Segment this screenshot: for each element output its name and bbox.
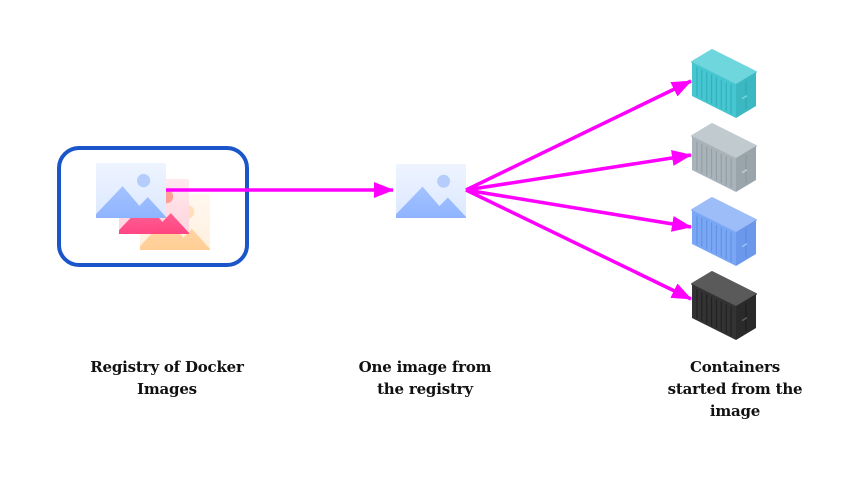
- container-door-handle: [741, 243, 748, 248]
- containers-label-line-2: started from the: [667, 380, 803, 398]
- containers-label-line-3: image: [709, 402, 761, 420]
- container-front-face: [692, 136, 736, 192]
- registry-label: Registry of Docker Images: [62, 356, 272, 400]
- containers-label: Containers started from the image: [640, 356, 830, 422]
- mountain-shape: [396, 186, 466, 218]
- registry-box: [57, 146, 249, 267]
- arrow-to-container-4: [465, 188, 692, 301]
- fan-out-arrows: [465, 79, 692, 301]
- mountain-shape: [96, 186, 166, 218]
- image-blue-icon: [96, 163, 166, 218]
- registry-label-line-2: Images: [137, 380, 197, 398]
- container-door-handle: [741, 317, 748, 322]
- container-door-handle: [741, 169, 748, 174]
- container-front-face: [692, 284, 736, 340]
- container-black-icon: [691, 271, 757, 340]
- mountain-shape: [119, 202, 189, 234]
- arrow-to-container-2: [465, 150, 692, 192]
- single-image-icon: [396, 164, 466, 218]
- arrow-to-container-1: [465, 79, 692, 192]
- sun-shape: [437, 174, 451, 188]
- container-gray-icon: [691, 123, 757, 192]
- container-front-face: [692, 210, 736, 266]
- image-label-line-2: the registry: [377, 380, 473, 398]
- container-door-handle: [741, 95, 748, 100]
- image-label-line-1: One image from: [358, 358, 492, 376]
- container-front-face: [692, 62, 736, 118]
- image-label: One image from the registry: [340, 356, 510, 400]
- sun-shape: [137, 174, 151, 188]
- container-blue-icon: [691, 197, 757, 266]
- container-cyan-icon: [691, 49, 757, 118]
- containers-label-line-1: Containers: [690, 358, 780, 376]
- arrow-to-container-3: [465, 188, 692, 232]
- containers-group: [691, 49, 757, 340]
- registry-label-line-1: Registry of Docker: [90, 358, 244, 376]
